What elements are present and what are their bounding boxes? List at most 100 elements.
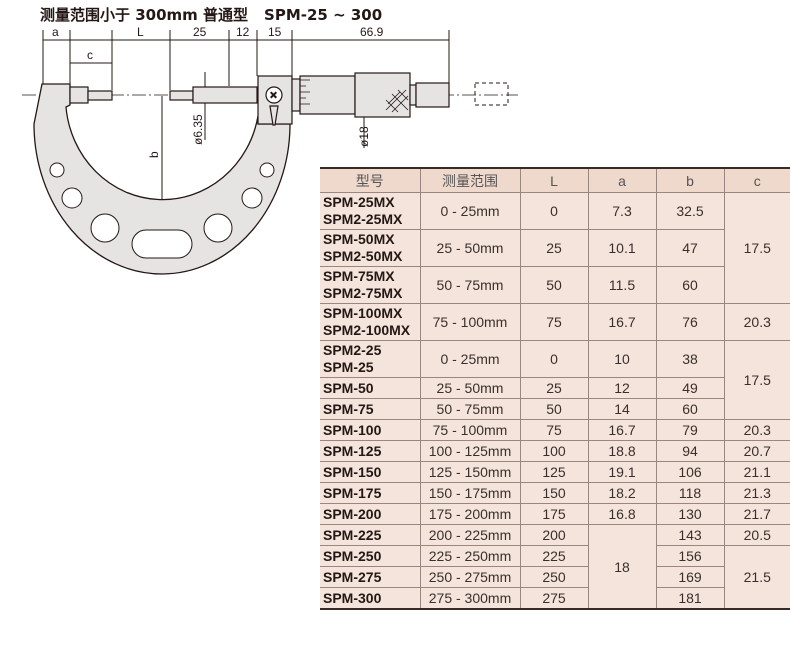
model-name: SPM-275 (323, 568, 382, 585)
dim-label-L: L (137, 25, 144, 39)
model-name: SPM2-75MX (323, 285, 403, 301)
range-cell: 75 - 100mm (419, 419, 521, 441)
L-cell: 250 (519, 566, 589, 588)
b-cell: 32.5 (655, 192, 725, 230)
title-text: 测量范围小于 300mm 普通型 (40, 6, 249, 24)
a-cell: 19.1 (587, 461, 657, 483)
b-cell: 181 (655, 587, 725, 610)
range-cell: 75 - 100mm (419, 303, 521, 341)
micrometer-diagram: × a c L 25 12 15 66.9 b ø6.35 ø18 (22, 25, 518, 275)
dim-label-25: 25 (193, 25, 207, 39)
c-cell: 21.1 (723, 461, 790, 483)
model-cell: SPM-150 (320, 461, 421, 483)
a-cell: 14 (587, 398, 657, 420)
c-cell: 20.3 (723, 419, 790, 441)
b-cell: 106 (655, 461, 725, 483)
a-cell: 10.1 (587, 229, 657, 267)
model-cell: SPM-200 (320, 503, 421, 525)
dim-label-thimble-diameter: ø18 (357, 126, 371, 147)
dim-label-12: 12 (236, 25, 250, 39)
range-cell: 100 - 125mm (419, 440, 521, 462)
range-cell: 275 - 300mm (419, 587, 521, 610)
a-cell: 11.5 (587, 266, 657, 304)
model-cell: SPM-50 (320, 377, 421, 399)
model-name: SPM2-25 (323, 342, 382, 358)
range-cell: 25 - 50mm (419, 229, 521, 267)
column-header-range: 测量范围 (419, 168, 521, 193)
a-cell: 18 (587, 524, 657, 610)
b-cell: 38 (655, 340, 725, 378)
c-cell: 21.3 (723, 482, 790, 504)
c-cell: 17.5 (723, 192, 790, 304)
model-cell: SPM-225 (320, 524, 421, 546)
range-cell: 175 - 200mm (419, 503, 521, 525)
b-cell: 143 (655, 524, 725, 546)
b-cell: 118 (655, 482, 725, 504)
range-cell: 25 - 50mm (419, 377, 521, 399)
model-cell: SPM-250 (320, 545, 421, 567)
c-cell: 20.7 (723, 440, 790, 462)
L-cell: 0 (519, 192, 589, 230)
model-name: SPM-300 (323, 589, 382, 606)
a-cell: 16.8 (587, 503, 657, 525)
range-cell: 0 - 25mm (419, 340, 521, 378)
L-cell: 150 (519, 482, 589, 504)
range-cell: 200 - 225mm (419, 524, 521, 546)
L-cell: 25 (519, 229, 589, 267)
b-cell: 130 (655, 503, 725, 525)
spindle-travel-outline (474, 82, 509, 106)
L-cell: 0 (519, 340, 589, 378)
model-name: SPM-225 (323, 526, 382, 543)
L-cell: 100 (519, 440, 589, 462)
model-name: SPM-175 (323, 484, 382, 501)
model-cell: SPM-175 (320, 482, 421, 504)
dim-label-a: a (52, 25, 59, 39)
dim-label-b: b (147, 151, 161, 158)
L-cell: 200 (519, 524, 589, 546)
anvil-and-spindle: × (69, 72, 450, 126)
svg-text:×: × (270, 88, 277, 102)
knurl-pattern (300, 79, 409, 113)
L-cell: 225 (519, 545, 589, 567)
range-cell: 0 - 25mm (419, 192, 521, 230)
column-header-L: L (519, 168, 589, 193)
dim-label-spindle-diameter: ø6.35 (191, 114, 205, 145)
c-cell: 20.5 (723, 524, 790, 546)
model-name: SPM-50 (323, 379, 374, 396)
range-cell: 50 - 75mm (419, 266, 521, 304)
model-name: SPM2-25MX (323, 211, 403, 227)
model-name: SPM-125 (323, 442, 382, 459)
L-cell: 125 (519, 461, 589, 483)
column-header-model: 型号 (320, 168, 421, 193)
dim-label-15: 15 (268, 25, 282, 39)
range-cell: 250 - 275mm (419, 566, 521, 588)
a-cell: 16.7 (587, 419, 657, 441)
L-cell: 25 (519, 377, 589, 399)
b-cell: 169 (655, 566, 725, 588)
model-cell: SPM-125 (320, 440, 421, 462)
c-cell: 21.7 (723, 503, 790, 525)
model-name: SPM2-100MX (323, 322, 411, 338)
a-cell: 12 (587, 377, 657, 399)
model-name: SPM-200 (323, 505, 382, 522)
range-cell: 50 - 75mm (419, 398, 521, 420)
model-name: SPM-25 (323, 359, 374, 375)
model-cell: SPM-275 (320, 566, 421, 588)
model-name: SPM-25MX (323, 194, 395, 210)
range-cell: 125 - 150mm (419, 461, 521, 483)
